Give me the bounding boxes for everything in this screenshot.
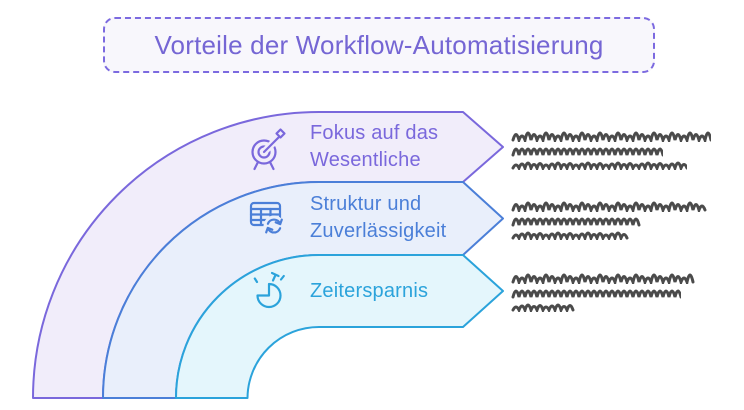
- diagram-title: Vorteile der Workflow-Automatisierung: [103, 17, 655, 73]
- band-time: [175, 254, 504, 399]
- item-label-structure-line2: Zuverlässigkeit: [310, 220, 447, 242]
- annotation-scribble-structure: [511, 197, 707, 240]
- scribble-line: [511, 217, 641, 227]
- annotation-scribble-time: [511, 269, 697, 312]
- diagram-title-text: Vorteile der Workflow-Automatisierung: [154, 29, 604, 60]
- scribble-line: [511, 303, 575, 312]
- scribble-line: [511, 289, 681, 299]
- item-label-time-line1: Zeitersparnis: [310, 280, 429, 302]
- item-label-time: Zeitersparnis: [310, 278, 428, 305]
- item-label-focus: Fokus auf das Wesentliche: [310, 120, 438, 174]
- scribble-line: [511, 201, 707, 212]
- scribble-line: [511, 161, 687, 170]
- table-sync-icon: [247, 196, 291, 240]
- item-label-focus-line2: Wesentliche: [310, 149, 421, 171]
- scribble-line: [511, 231, 629, 240]
- scribble-line: [511, 273, 695, 284]
- annotation-scribble-focus: [511, 127, 711, 170]
- item-label-structure-line1: Struktur und: [310, 193, 422, 215]
- scribble-line: [511, 131, 711, 142]
- item-label-focus-line1: Fokus auf das: [310, 122, 439, 144]
- stopwatch-icon: [248, 267, 292, 315]
- item-label-structure: Struktur und Zuverlässigkeit: [310, 191, 446, 245]
- target-dart-icon: [247, 124, 291, 172]
- scribble-line: [511, 147, 663, 157]
